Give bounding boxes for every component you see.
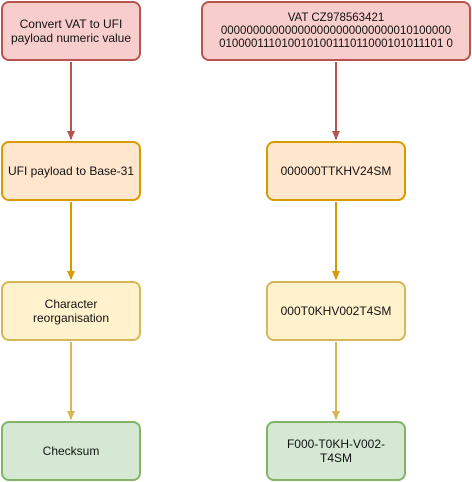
example-vat-box: VAT CZ978563421 000000000000000000000000… (201, 1, 471, 61)
example-base31-label: 000000TTKHV24SM (280, 164, 392, 178)
step-base31-box: UFI payload to Base-31 (1, 141, 141, 201)
example-reorganised-label: 000T0KHV002T4SM (280, 304, 392, 318)
example-vat-label: VAT CZ978563421 000000000000000000000000… (219, 11, 453, 50)
step-reorganisation-box: Character reorganisation (1, 281, 141, 341)
step-checksum-box: Checksum (1, 421, 141, 481)
example-ufi-label: F000-T0KH-V002-T4SM (286, 437, 386, 465)
step-convert-vat-label: Convert VAT to UFI payload numeric value (10, 17, 132, 45)
example-reorganised-box: 000T0KHV002T4SM (266, 281, 406, 341)
example-base31-box: 000000TTKHV24SM (266, 141, 406, 201)
step-base31-label: UFI payload to Base-31 (7, 164, 135, 178)
step-checksum-label: Checksum (42, 444, 100, 458)
step-convert-vat-box: Convert VAT to UFI payload numeric value (1, 1, 141, 61)
example-ufi-box: F000-T0KH-V002-T4SM (266, 421, 406, 481)
step-reorganisation-label: Character reorganisation (32, 297, 110, 325)
